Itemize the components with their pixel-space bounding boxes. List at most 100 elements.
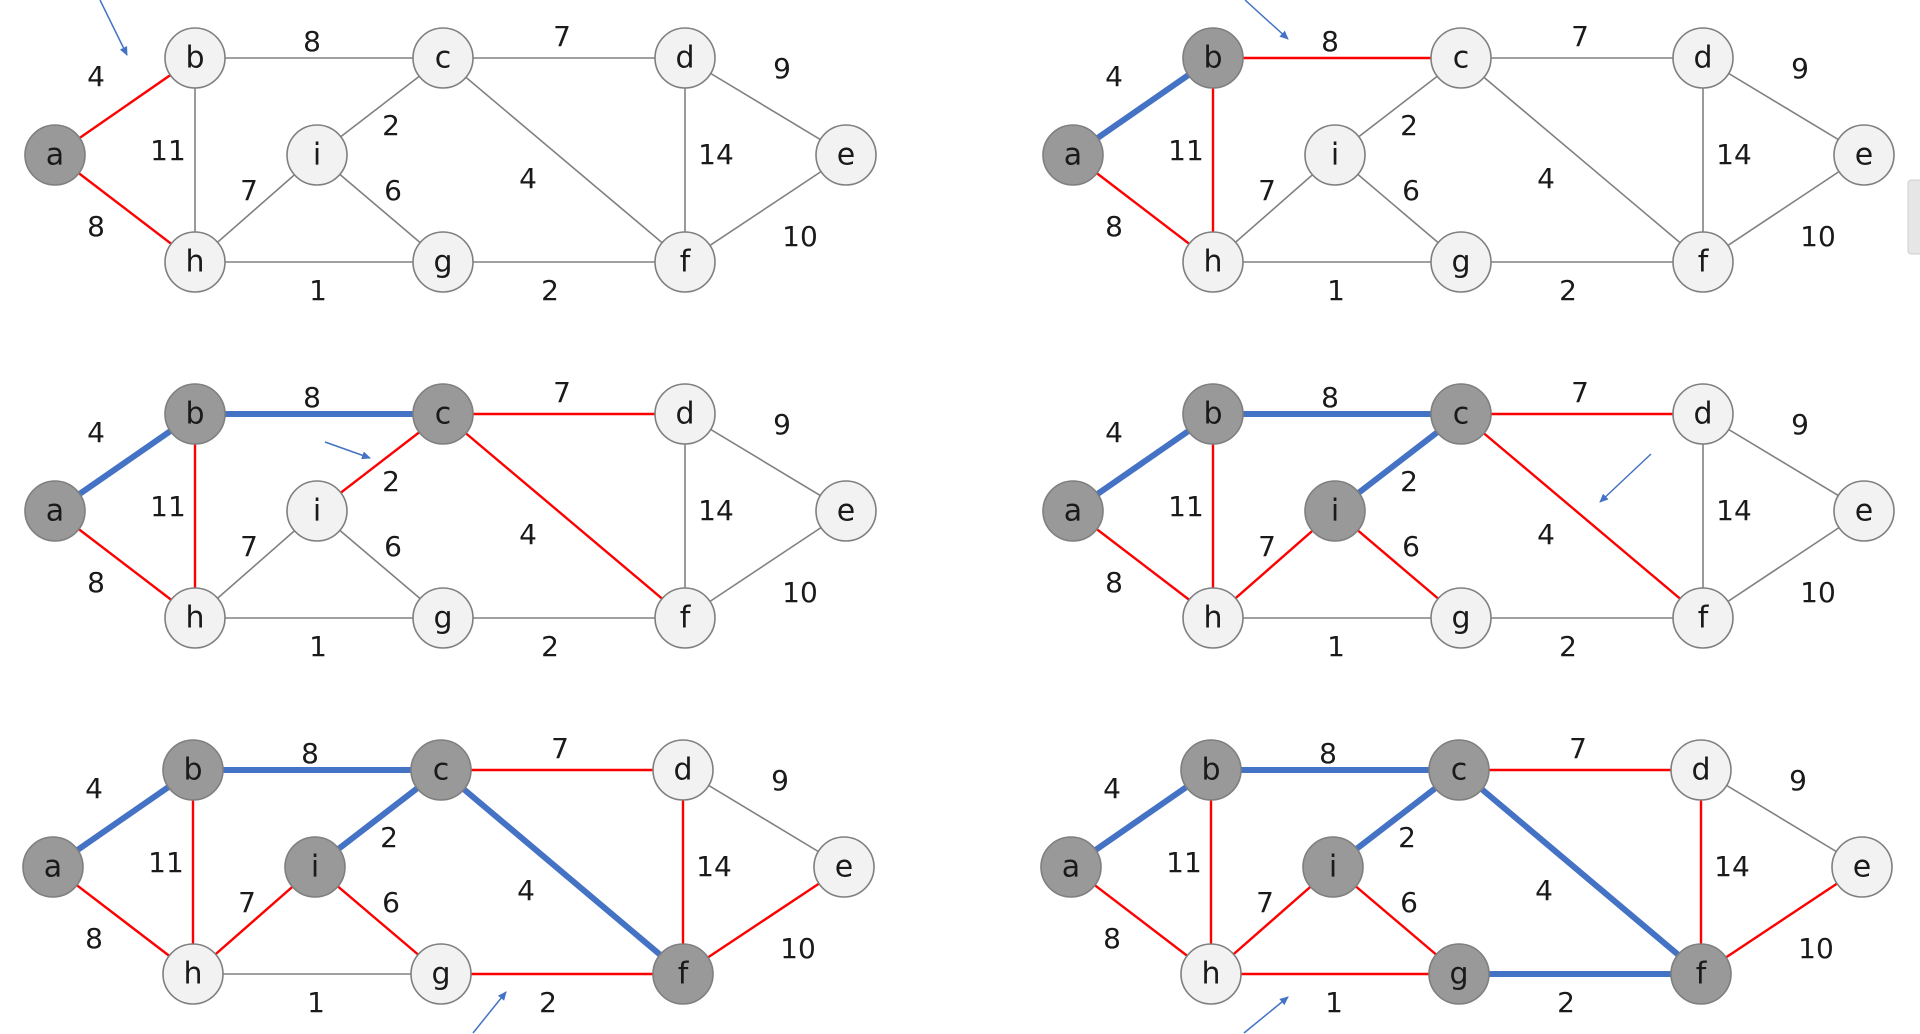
node-g (412, 231, 474, 293)
node-label-f: f (680, 245, 692, 280)
edge-c-f (1460, 57, 1704, 263)
edge-c-f (1460, 413, 1704, 619)
node-label-c: c (433, 753, 450, 788)
edge-weight-d-e: 9 (773, 52, 791, 85)
edge-weight-g-h: 1 (1325, 986, 1343, 1019)
node-h (164, 587, 226, 649)
node-c (412, 27, 474, 89)
node-g (1430, 231, 1492, 293)
node-b (1182, 27, 1244, 89)
edge-weight-d-f: 14 (1716, 494, 1752, 527)
edge-weight-a-b: 4 (1105, 60, 1123, 93)
edge-weight-f-g: 2 (1559, 274, 1577, 307)
edge-weight-e-f: 10 (780, 932, 816, 965)
node-label-g: g (1449, 957, 1468, 992)
node-label-b: b (1203, 397, 1222, 432)
node-label-b: b (183, 753, 202, 788)
node-d (652, 739, 714, 801)
edge-weight-c-d: 7 (551, 732, 569, 765)
edge-weight-c-f: 4 (519, 518, 537, 551)
node-h (162, 943, 224, 1005)
node-label-a: a (44, 850, 62, 885)
node-c (412, 383, 474, 445)
edge-weight-g-i: 6 (384, 174, 402, 207)
edge-weight-c-i: 2 (1400, 109, 1418, 142)
edge-c-f (442, 57, 686, 263)
edge-weight-c-d: 7 (1571, 20, 1589, 53)
edge-weight-g-i: 6 (1402, 530, 1420, 563)
node-label-h: h (183, 957, 202, 992)
node-b (1180, 739, 1242, 801)
node-g (412, 587, 474, 649)
pointer-arrow-icon (472, 991, 507, 1034)
node-c (1430, 27, 1492, 89)
edge-d-e (684, 57, 847, 156)
edge-weight-h-i: 7 (238, 886, 256, 919)
edge-c-f (442, 413, 686, 619)
node-label-c: c (435, 41, 452, 76)
node-label-e: e (1855, 138, 1873, 173)
edge-weight-c-d: 7 (553, 376, 571, 409)
edge-weight-f-g: 2 (1557, 986, 1575, 1019)
node-label-c: c (1451, 753, 1468, 788)
edge-weight-b-h: 11 (1166, 846, 1202, 879)
node-d (1670, 739, 1732, 801)
edge-weight-d-f: 14 (1716, 138, 1752, 171)
node-d (654, 383, 716, 445)
edge-weight-d-e: 9 (1791, 408, 1809, 441)
edge-weight-c-f: 4 (517, 874, 535, 907)
edge-weight-f-g: 2 (539, 986, 557, 1019)
node-f (1672, 587, 1734, 649)
edge-weight-f-g: 2 (541, 630, 559, 663)
edge-weight-g-i: 6 (384, 530, 402, 563)
edge-e-f (1700, 866, 1863, 975)
edge-weight-a-h: 8 (85, 922, 103, 955)
edge-weight-c-i: 2 (1400, 465, 1418, 498)
edge-weight-b-h: 11 (148, 846, 184, 879)
edge-weight-d-f: 14 (698, 138, 734, 171)
node-c (410, 739, 472, 801)
edge-weight-g-i: 6 (1400, 886, 1418, 919)
edge-e-f (684, 510, 847, 619)
node-a (1042, 480, 1104, 542)
edge-c-f (439, 767, 685, 977)
node-label-f: f (680, 601, 692, 636)
node-a (22, 836, 84, 898)
node-label-h: h (185, 245, 204, 280)
edge-weight-a-b: 4 (85, 772, 103, 805)
node-label-i: i (1331, 138, 1339, 173)
edge-weight-e-f: 10 (1800, 576, 1836, 609)
node-label-b: b (1201, 753, 1220, 788)
edge-weight-g-h: 1 (309, 630, 327, 663)
node-i (1302, 836, 1364, 898)
edge-weight-c-f: 4 (1537, 162, 1555, 195)
node-g (1428, 943, 1490, 1005)
edge-weight-c-i: 2 (382, 109, 400, 142)
node-f (1670, 943, 1732, 1005)
edge-weight-d-e: 9 (1789, 764, 1807, 797)
edge-d-e (684, 413, 847, 512)
node-i (1304, 124, 1366, 186)
node-label-f: f (1698, 601, 1710, 636)
node-label-d: d (673, 753, 692, 788)
node-i (1304, 480, 1366, 542)
scrollbar-tab[interactable] (1907, 179, 1920, 255)
node-label-f: f (1698, 245, 1710, 280)
node-i (286, 124, 348, 186)
node-label-a: a (1064, 138, 1082, 173)
edge-weight-b-h: 11 (1168, 134, 1204, 167)
node-label-a: a (1062, 850, 1080, 885)
edge-weight-a-h: 8 (1105, 210, 1123, 243)
edge-weight-b-h: 11 (1168, 490, 1204, 523)
edge-d-e (1700, 769, 1863, 868)
node-h (1180, 943, 1242, 1005)
node-a (24, 480, 86, 542)
edge-weight-b-h: 11 (150, 134, 186, 167)
edge-weight-d-e: 9 (773, 408, 791, 441)
edge-weight-h-i: 7 (240, 174, 258, 207)
pointer-arrow-icon (324, 441, 371, 460)
node-b (164, 383, 226, 445)
